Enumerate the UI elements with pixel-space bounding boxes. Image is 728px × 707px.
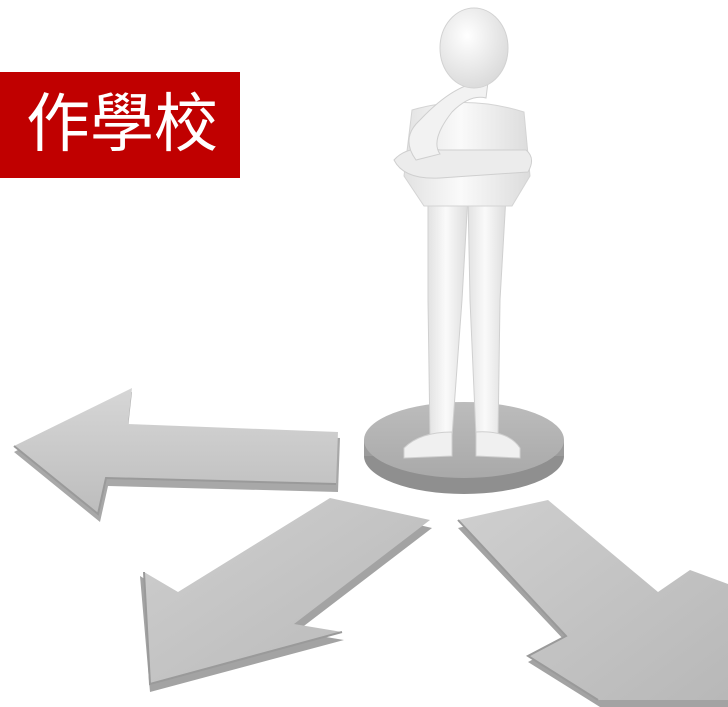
arrow-down-left — [140, 498, 432, 692]
title-text: 作學校 — [26, 88, 218, 162]
thinking-person-figure — [393, 7, 532, 459]
arrow-down-right — [457, 500, 728, 707]
pedestal-disc — [364, 402, 564, 494]
title-banner: 作學校 — [0, 72, 240, 178]
arrow-left — [13, 388, 340, 522]
